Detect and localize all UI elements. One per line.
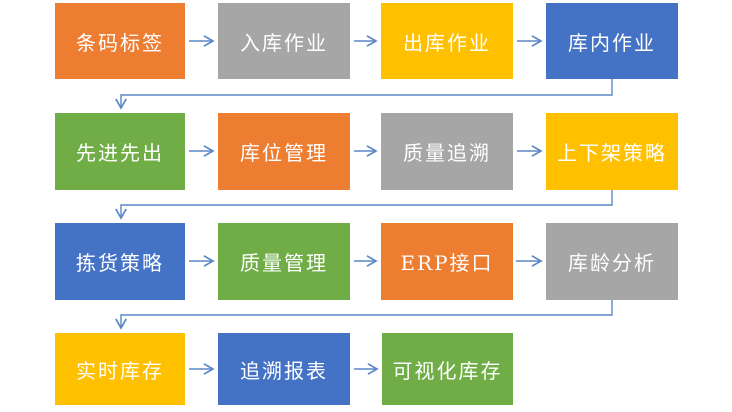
flow-step-r4-c2: 追溯报表	[218, 333, 350, 405]
flow-step-label: 追溯报表	[240, 358, 328, 383]
flow-step-r2-c4: 上下架策略	[546, 113, 678, 190]
flow-step-r2-c3: 质量追溯	[381, 113, 513, 190]
flow-step-r1-c3: 出库作业	[381, 3, 513, 79]
flow-step-label: 条码标签	[76, 30, 164, 55]
flow-step-label: 库内作业	[568, 30, 656, 55]
wrap-connector-row2-row3	[115, 190, 613, 220]
flow-step-label: 可视化库存	[392, 358, 503, 383]
flow-step-label: 拣货策略	[76, 251, 164, 275]
flow-step-label: 上下架策略	[557, 141, 667, 165]
flow-step-r3-c4: 库龄分析	[546, 223, 678, 300]
flow-step-r4-c1: 实时库存	[55, 333, 185, 405]
flow-step-r3-c2: 质量管理	[218, 223, 350, 300]
flow-step-r1-c4: 库内作业	[546, 3, 678, 79]
flow-step-r1-c2: 入库作业	[218, 3, 350, 79]
flow-step-label: 质量追溯	[403, 141, 491, 165]
flow-step-label: 质量管理	[240, 251, 328, 275]
flow-step-r1-c1: 条码标签	[55, 3, 185, 79]
flow-step-label: ERP接口	[400, 251, 494, 275]
flow-step-r4-c3: 可视化库存	[382, 333, 513, 405]
flow-step-label: 入库作业	[240, 30, 328, 55]
flow-step-label: 实时库存	[76, 358, 164, 383]
flow-step-label: 库龄分析	[568, 251, 656, 275]
flow-step-r2-c2: 库位管理	[218, 113, 350, 190]
wrap-connector-row1-row2	[115, 79, 613, 110]
flow-step-label: 库位管理	[240, 141, 328, 165]
flow-step-label: 出库作业	[403, 30, 491, 55]
flow-step-r2-c1: 先进先出	[55, 113, 185, 190]
wrap-connector-row3-row4	[115, 300, 613, 330]
flow-step-r3-c3: ERP接口	[381, 223, 513, 300]
flow-step-r3-c1: 拣货策略	[55, 223, 185, 300]
flow-step-label: 先进先出	[76, 141, 164, 165]
